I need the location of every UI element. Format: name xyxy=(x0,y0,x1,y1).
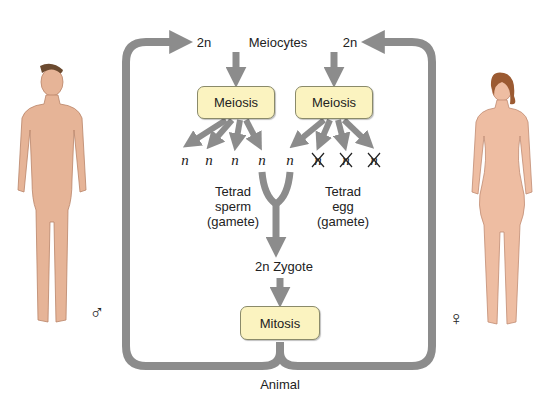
diagram-label: Meiocytes xyxy=(249,35,308,50)
flow-arrow xyxy=(236,120,240,143)
diagram-label: 2n xyxy=(343,35,357,50)
diagram-label: n xyxy=(314,153,322,168)
diagram-label: Animal xyxy=(260,377,300,392)
diagram-label: 2n xyxy=(197,35,211,50)
process-box: Mitosis xyxy=(240,306,320,340)
diagram-label: Tetrad egg (gamete) xyxy=(315,184,371,229)
flow-arrow xyxy=(338,120,344,143)
flow-arrow xyxy=(331,52,338,78)
flow-arrow xyxy=(277,278,284,298)
diagram-label: n xyxy=(342,153,350,168)
flow-arrow xyxy=(273,202,280,248)
diagram-label: n xyxy=(258,153,266,168)
diagram-label: ♂ xyxy=(90,305,105,320)
diagram-label: Tetrad sperm (gamete) xyxy=(205,184,261,229)
diagram-label: n xyxy=(205,153,213,168)
flow-arrow xyxy=(320,120,330,143)
box-label: Mitosis xyxy=(260,316,300,331)
box-label: Meiosis xyxy=(312,95,356,110)
flow-arrow xyxy=(344,120,368,143)
cross-mark xyxy=(312,153,380,167)
flow-arrow xyxy=(246,120,258,143)
process-box: Meiosis xyxy=(197,86,275,119)
merge-line xyxy=(262,172,276,204)
diagram-label: ♀ xyxy=(449,311,464,326)
female-figure xyxy=(472,73,532,324)
diagram-label: 2n Zygote xyxy=(255,259,313,274)
diagram-label: n xyxy=(181,153,189,168)
male-figure xyxy=(18,64,86,322)
diagram-label: n xyxy=(370,153,378,168)
merge-line xyxy=(276,172,290,204)
flow-arrow xyxy=(233,52,240,78)
diagram-label: n xyxy=(286,153,294,168)
flow-arrow xyxy=(212,120,232,143)
diagram-label: n xyxy=(231,153,239,168)
process-box: Meiosis xyxy=(295,86,373,119)
box-label: Meiosis xyxy=(214,95,258,110)
